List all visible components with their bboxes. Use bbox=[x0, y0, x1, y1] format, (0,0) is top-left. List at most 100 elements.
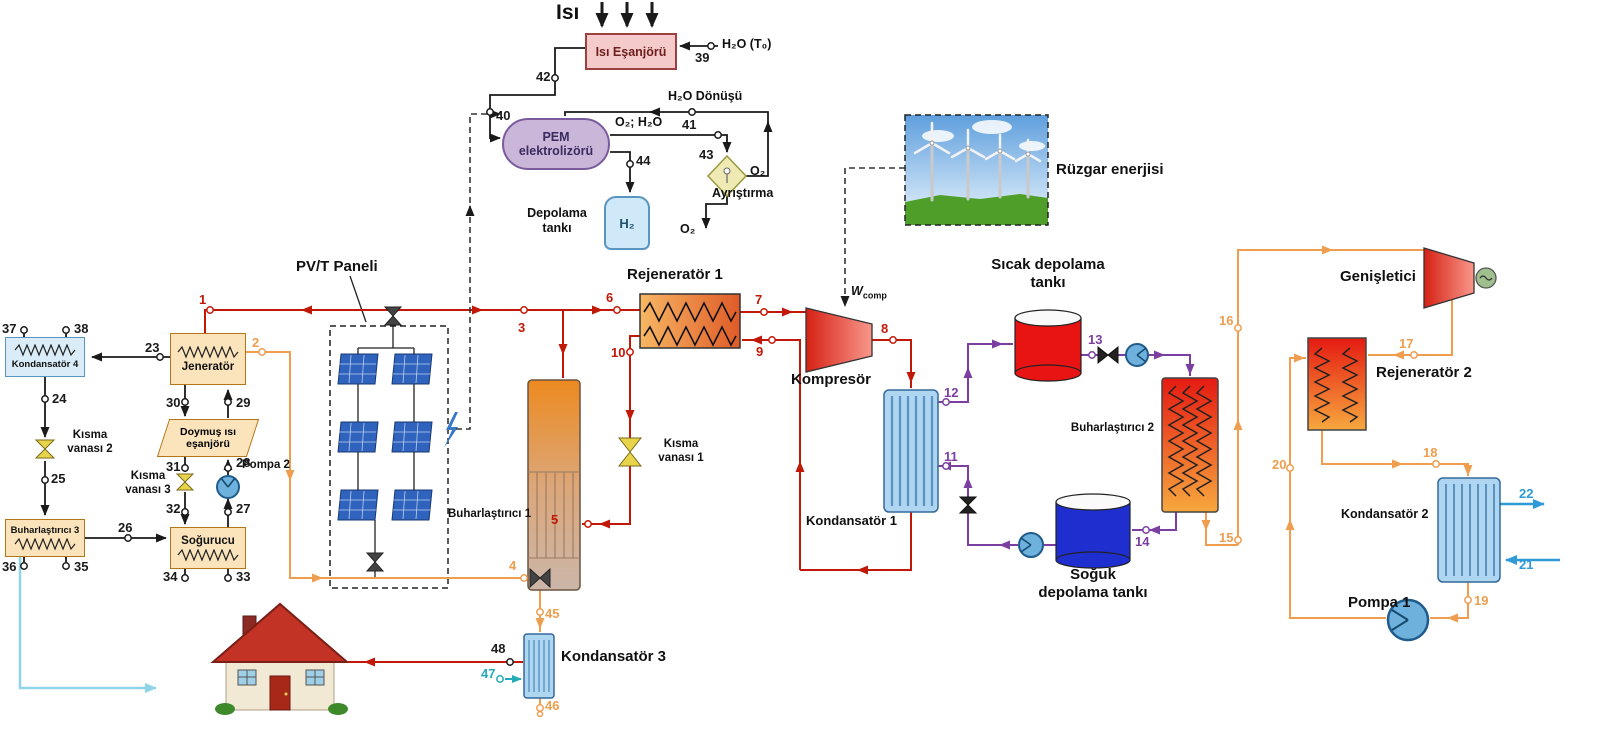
stream-label-33: 33 bbox=[236, 569, 251, 584]
kondansator-1-vessel bbox=[883, 389, 939, 513]
buharlastirici-1-label: Buharlaştırıcı 1 bbox=[448, 508, 532, 520]
stream-label-37: 37 bbox=[2, 321, 17, 336]
stream-label-11: 11 bbox=[944, 449, 958, 464]
stream-label-1: 1 bbox=[199, 292, 207, 307]
hot-tank-valve bbox=[1097, 345, 1119, 365]
stream-label-29: 29 bbox=[236, 395, 251, 410]
stream-label-14: 14 bbox=[1135, 534, 1150, 549]
coil-icon bbox=[14, 538, 76, 551]
stream-label-47: 47 bbox=[481, 666, 496, 681]
kisma-vanasi-1-label: Kısma vanası 1 bbox=[658, 438, 704, 464]
stream-label-9: 9 bbox=[756, 344, 764, 359]
coil-icon bbox=[177, 345, 239, 359]
stream-label-17: 17 bbox=[1399, 336, 1414, 351]
isi-title: Isı bbox=[556, 1, 580, 24]
kisma-vanasi-2-label: Kısma vanası 2 bbox=[67, 429, 113, 455]
stream-label-36: 36 bbox=[2, 559, 17, 574]
o2-out-label: O₂ bbox=[680, 222, 696, 236]
coil-icon bbox=[14, 344, 76, 357]
isi-esanjoru-label: Isı Eşanjörü bbox=[595, 44, 667, 59]
stream-label-31: 31 bbox=[166, 459, 181, 474]
o2-ayristirma-diamond bbox=[706, 154, 748, 198]
pipes-orange bbox=[246, 245, 1473, 714]
stream-label-39: 39 bbox=[695, 50, 710, 65]
stream-label-12: 12 bbox=[944, 385, 959, 400]
stream-label-45: 45 bbox=[545, 606, 560, 621]
pem-label-line2: elektrolizörü bbox=[518, 144, 594, 158]
kondansator-1-label: Kondansatör 1 bbox=[806, 513, 898, 528]
stream-label-23: 23 bbox=[145, 340, 160, 355]
stream-label-20: 20 bbox=[1272, 457, 1287, 472]
pipes-cooling bbox=[18, 499, 1560, 693]
o2-h2o-label: O₂; H₂O bbox=[615, 115, 663, 129]
coil-icon bbox=[177, 548, 239, 562]
kisma-vanasi-3-label: Kısma vanası 3 bbox=[125, 470, 171, 496]
valves bbox=[34, 306, 1119, 589]
stream-label-25: 25 bbox=[51, 471, 66, 486]
stream-label-32: 32 bbox=[166, 501, 181, 516]
stream-label-28: 28 bbox=[236, 455, 251, 470]
buharlastirici-3-label: Buharlaştırıcı 3 bbox=[10, 525, 80, 536]
kisma-vanasi-2-valve bbox=[34, 439, 56, 459]
pipes-red bbox=[204, 305, 916, 667]
h2-storage-tank: H₂ bbox=[604, 196, 650, 250]
stream-label-35: 35 bbox=[74, 559, 89, 574]
rejenerator-2-label: Rejeneratör 2 bbox=[1376, 364, 1472, 381]
stream-label-46: 46 bbox=[545, 698, 560, 713]
lightning-icon bbox=[444, 412, 458, 448]
stream-label-19: 19 bbox=[1474, 593, 1489, 608]
sogurucu-label: Soğurucu bbox=[181, 534, 235, 547]
isi-esanjoru-box: Isı Eşanjörü bbox=[585, 33, 677, 70]
stream-label-18: 18 bbox=[1423, 445, 1438, 460]
kondansator-2-label: Kondansatör 2 bbox=[1341, 507, 1429, 521]
buharlastirici-2-vessel bbox=[1161, 377, 1219, 513]
stream-label-22: 22 bbox=[1519, 486, 1534, 501]
stream-label-41: 41 bbox=[682, 117, 697, 132]
kondansator-3-label: Kondansatör 3 bbox=[561, 648, 667, 665]
w-comp-label: Wcomp bbox=[851, 284, 887, 301]
stream-label-16: 16 bbox=[1219, 313, 1234, 328]
stream-label-21: 21 bbox=[1519, 557, 1534, 572]
stream-label-43: 43 bbox=[699, 147, 714, 162]
depolama-tanki-label: Depolama tankı bbox=[527, 206, 587, 235]
stream-label-26: 26 bbox=[118, 520, 133, 535]
pem-elektrolizoru-box: PEM elektrolizörü bbox=[502, 118, 610, 170]
stream-label-13: 13 bbox=[1088, 332, 1103, 347]
stream-label-44: 44 bbox=[636, 153, 651, 168]
cold-loop-valve bbox=[958, 496, 978, 514]
kompresor-shape bbox=[805, 307, 873, 373]
pompa-2-label: Pompa 2 bbox=[242, 459, 290, 471]
evaporator-bottom-valve bbox=[529, 567, 551, 589]
stream-label-27: 27 bbox=[236, 501, 251, 516]
pipes-purple bbox=[938, 339, 1195, 550]
jenerator-box: Jeneratör bbox=[170, 333, 246, 385]
jenerator-label: Jeneratör bbox=[181, 360, 235, 373]
kisma-vanasi-1-valve bbox=[617, 437, 643, 467]
stream-label-8: 8 bbox=[881, 321, 889, 336]
soguk-depolama-tank bbox=[1055, 493, 1131, 569]
stream-label-10: 10 bbox=[611, 345, 626, 360]
storage-pump-cold bbox=[1018, 532, 1044, 558]
pumps bbox=[216, 343, 1430, 642]
pvt-wiring bbox=[349, 275, 415, 578]
kondansator-2-vessel bbox=[1437, 477, 1501, 583]
pompa-2-pump bbox=[216, 475, 240, 499]
pompa-1-pump bbox=[1386, 598, 1430, 642]
sicak-depolama-tank bbox=[1014, 309, 1082, 382]
rejenerator-2-exchanger bbox=[1307, 337, 1367, 431]
pvt-bottom-valve bbox=[365, 552, 385, 572]
stream-label-42: 42 bbox=[536, 69, 551, 84]
sicak-depolama-label: Sıcak depolama tankı bbox=[991, 256, 1105, 291]
kompresor-label: Kompresör bbox=[791, 371, 872, 388]
stream-label-3: 3 bbox=[518, 320, 526, 335]
stream-label-48: 48 bbox=[491, 641, 506, 656]
pompa-1-label: Pompa 1 bbox=[1348, 594, 1411, 611]
rejenerator-1-exchanger bbox=[639, 293, 741, 349]
stream-nodes bbox=[20, 42, 1472, 718]
pipes-dashed-electric bbox=[456, 109, 905, 430]
doymus-isi-esanjoru-box: Doymuş ısı eşanjörü bbox=[156, 419, 260, 457]
pvt-panel bbox=[329, 275, 458, 589]
h2o-donusu-label: H₂O Dönüşü bbox=[668, 89, 743, 103]
rejenerator-1-label: Rejeneratör 1 bbox=[627, 266, 723, 283]
